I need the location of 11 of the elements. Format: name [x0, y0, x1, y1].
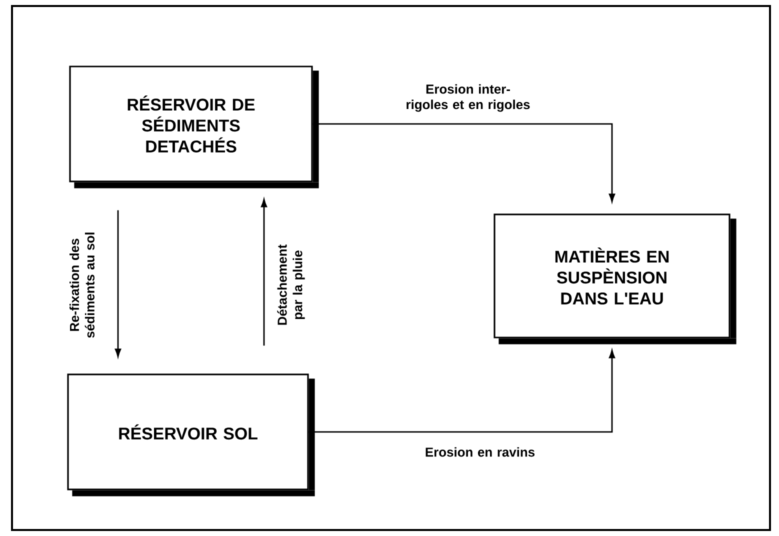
- edge-label: Erosion inter-rigoles et en rigoles: [406, 84, 530, 112]
- arrow: [312, 123, 616, 202]
- arrow: [114, 210, 122, 358]
- process-box: MATIÈRES EN SUSPÈNSION DANS L'EAU: [494, 214, 736, 344]
- process-box: RÉSERVOIR SOL: [67, 374, 315, 496]
- edge-label: Erosion en ravins: [426, 447, 535, 457]
- edge-label: Re-fixation des sédiments au sol: [70, 232, 94, 338]
- edge-label: Détachement par la pluie: [277, 244, 305, 325]
- arrow: [260, 198, 268, 346]
- process-box: RÉSERVOIR DE SÉDIMENTS DETACHÉS: [69, 66, 319, 188]
- arrow: [308, 350, 616, 433]
